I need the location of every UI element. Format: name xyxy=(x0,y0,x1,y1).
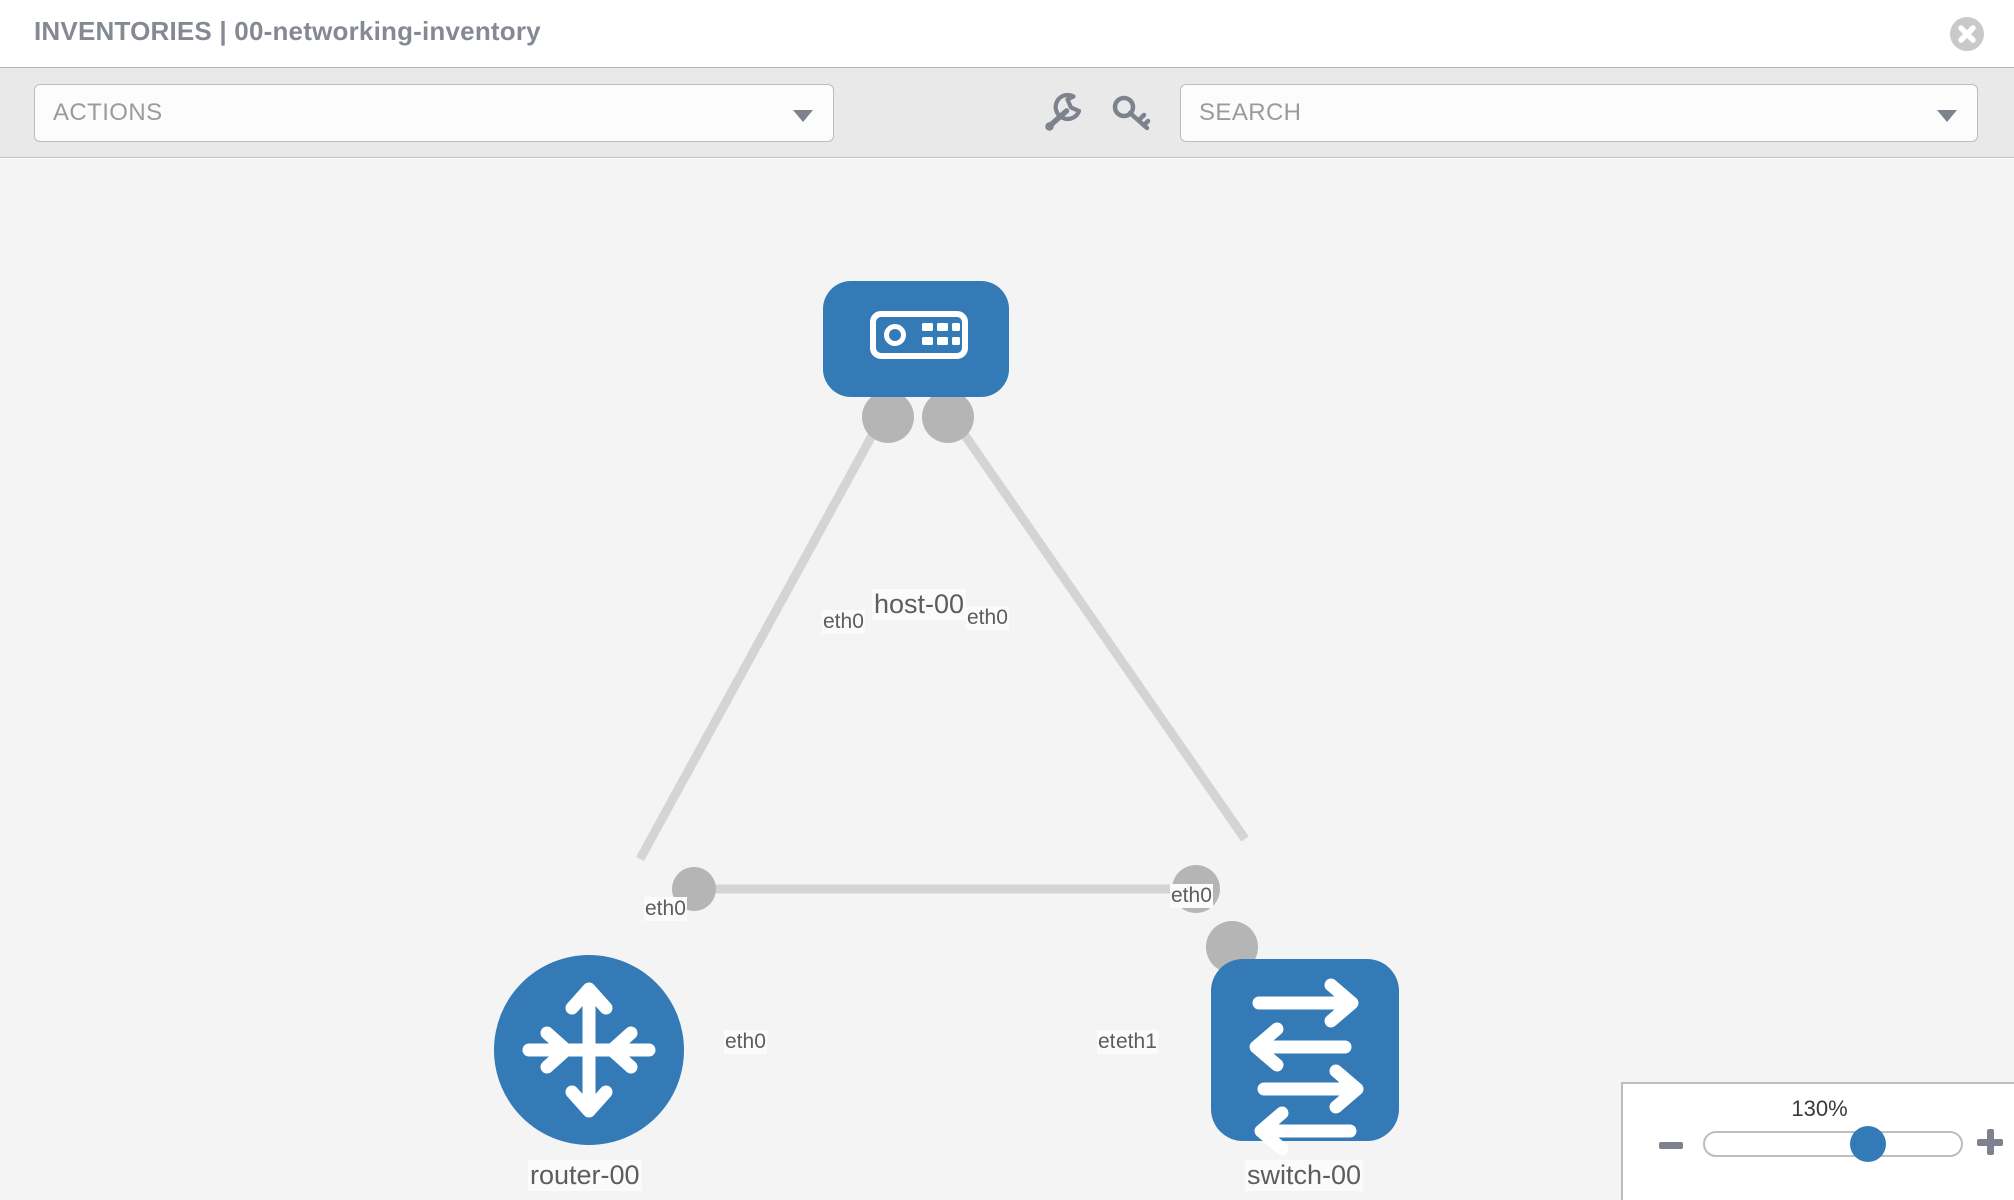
wrench-icon[interactable] xyxy=(1040,90,1086,136)
actions-dropdown[interactable]: ACTIONS xyxy=(34,84,834,142)
router-arrows-icon xyxy=(522,982,656,1118)
zoom-slider-handle[interactable] xyxy=(1850,1126,1886,1162)
close-icon[interactable] xyxy=(1950,17,1984,51)
topology-canvas[interactable]: host-00 router-00 switch-00 eth0 eth0 et… xyxy=(0,159,2014,1200)
node-router-00[interactable] xyxy=(494,955,684,1145)
server-icon xyxy=(870,311,968,359)
zoom-control-panel: 130% xyxy=(1621,1082,2014,1200)
edge-label-router00-switch00-target: eth1 xyxy=(1115,1030,1158,1054)
topology-graph xyxy=(494,281,1399,1156)
node-host-00[interactable] xyxy=(823,281,1009,397)
node-label-switch-00: switch-00 xyxy=(1245,1160,1364,1191)
edge-label-host00-router00-target: eth0 xyxy=(644,897,687,921)
edge-label-host00-router00-source: eth0 xyxy=(822,610,865,634)
connector-handle[interactable] xyxy=(922,391,974,443)
zoom-percent-label: 130% xyxy=(1791,1096,1848,1121)
chevron-down-icon[interactable] xyxy=(1937,110,1957,122)
actions-dropdown-label: ACTIONS xyxy=(53,99,163,126)
edge-label-host00-switch00-target: eth0 xyxy=(1170,884,1213,908)
breadcrumb: INVENTORIES | 00-networking-inventory xyxy=(34,16,541,46)
minus-icon[interactable] xyxy=(1659,1142,1683,1149)
connector-handle[interactable] xyxy=(862,391,914,443)
key-icon[interactable] xyxy=(1108,90,1154,136)
node-switch-00[interactable] xyxy=(1211,959,1399,1156)
link-host00-router00[interactable] xyxy=(636,418,884,862)
search-placeholder: SEARCH xyxy=(1199,99,1302,126)
edge-label-host00-switch00-source: eth0 xyxy=(966,606,1009,630)
topology-links xyxy=(636,418,1249,894)
edge-label-router00-switch00-source: eth0 xyxy=(724,1030,767,1054)
switch-arrows-icon xyxy=(1249,978,1364,1156)
link-host00-switch00[interactable] xyxy=(951,418,1249,842)
page-header: INVENTORIES | 00-networking-inventory xyxy=(0,0,2014,68)
search-input[interactable]: SEARCH xyxy=(1180,84,1978,142)
chevron-down-icon xyxy=(793,110,813,122)
node-label-host-00: host-00 xyxy=(872,589,967,620)
zoom-slider-track[interactable] xyxy=(1703,1131,1963,1157)
node-label-router-00: router-00 xyxy=(528,1160,642,1191)
